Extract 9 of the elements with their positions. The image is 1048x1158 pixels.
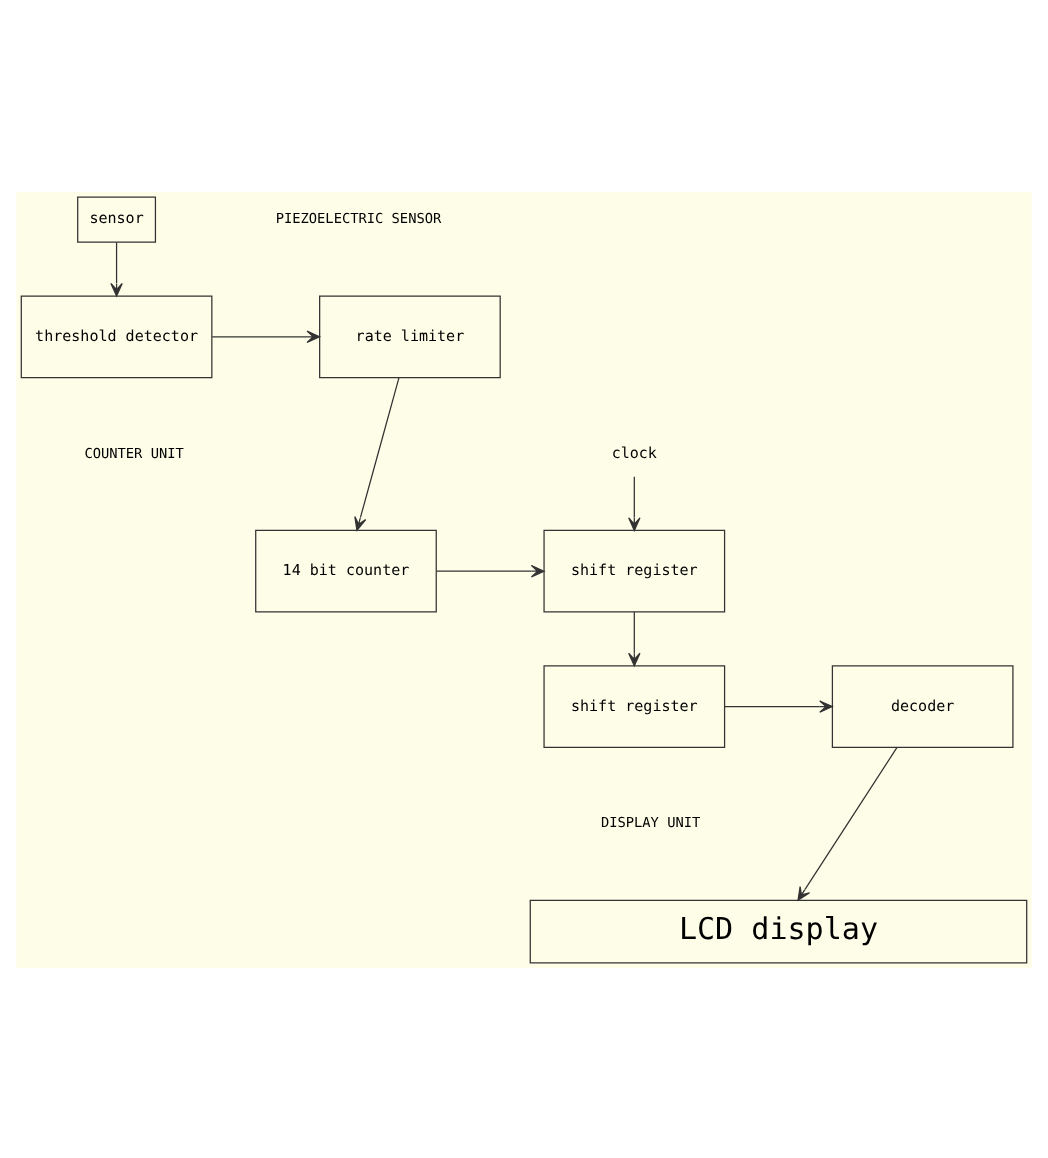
arrow: [436, 563, 545, 577]
node-box: LCD display: [529, 898, 1028, 963]
arrow: [797, 746, 898, 900]
arrow: [724, 699, 833, 712]
arrow: [354, 376, 400, 530]
arrow: [110, 240, 123, 296]
arrow: [628, 610, 641, 666]
arrow: [628, 475, 641, 530]
arrow: [211, 329, 321, 343]
